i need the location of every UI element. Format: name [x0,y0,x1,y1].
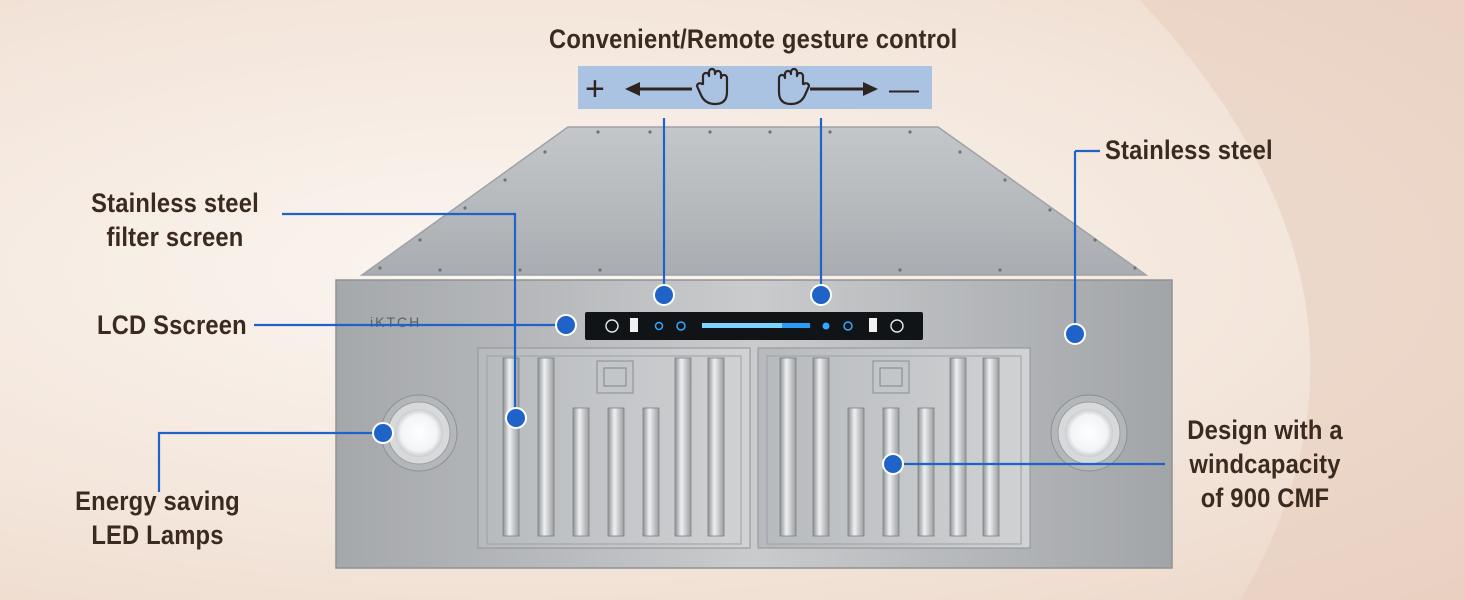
filter-screen-label: Stainless steel filter screen [91,188,259,252]
led-lamps-label: Energy saving LED Lamps [75,486,240,550]
background-swoosh [1140,0,1464,600]
callout-dot-gesture-left [653,284,675,306]
callout-lines [157,118,1165,492]
left-arrow-icon [625,82,692,96]
wind-capacity-label: Design with a windcapacity of 900 CMF [1187,415,1343,513]
filter-slats [502,357,1000,537]
callout-dot-wind [882,453,904,475]
gesture-control-title: Convenient/Remote gesture control [549,24,958,54]
lcd-icons [605,318,904,333]
callout-dot-gesture-right [810,284,832,306]
lcd-screen-label: LCD Sscreen [97,310,247,340]
led-lamp-right [1050,394,1128,472]
led-lamp-left [380,394,458,472]
minus-symbol: — [889,73,919,106]
hood-screws [378,130,1137,272]
callout-dot-filter [505,407,527,429]
hood-top-panel [359,126,1149,276]
hand-icon [777,67,811,106]
stainless-steel-label: Stainless steel [1105,135,1273,165]
plus-symbol: + [585,70,605,108]
callout-dot-stainless [1064,323,1086,345]
hand-icon [695,67,729,106]
callout-markers [372,284,1086,475]
brand-logo: iKTCH [370,314,421,330]
callout-dot-lamp [372,422,394,444]
callout-dot-lcd [555,314,577,336]
right-arrow-icon [810,82,878,96]
